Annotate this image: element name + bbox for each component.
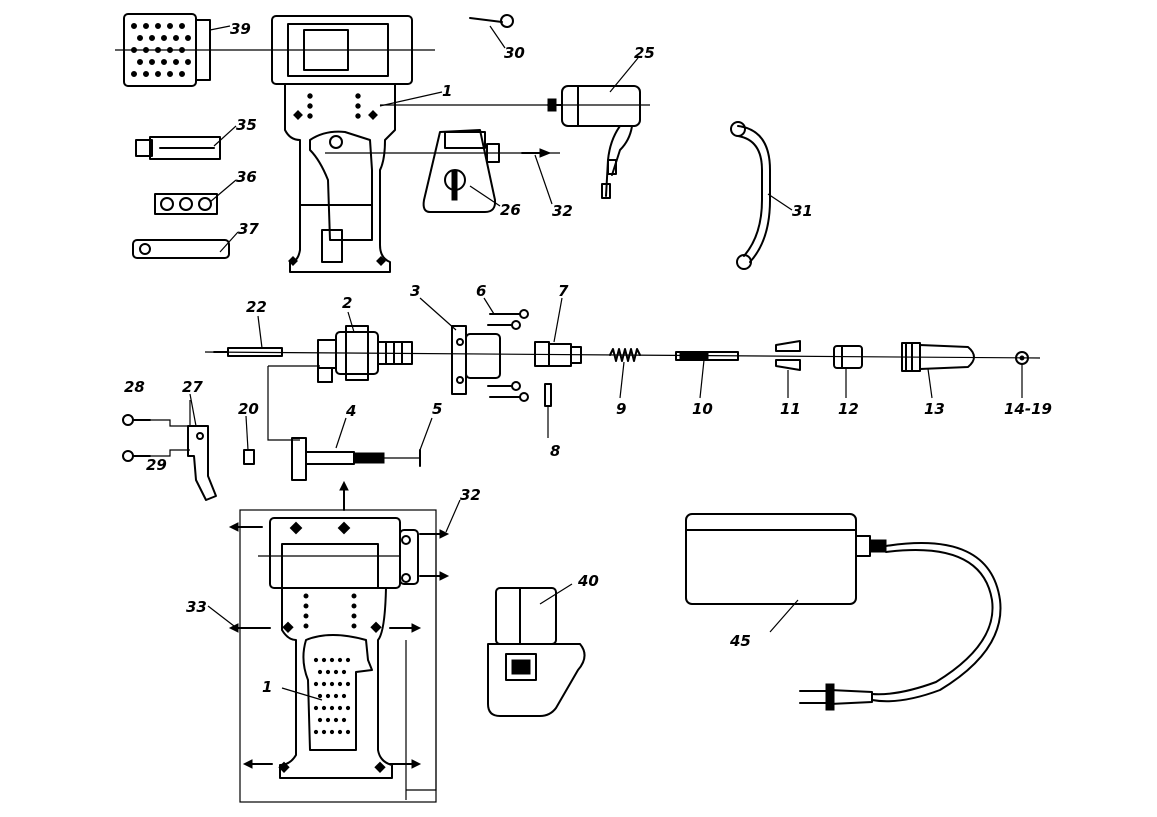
part-39-perforated-sleeve [123,13,211,87]
part-9-spring [609,348,641,362]
label-31: 31 [792,202,813,220]
label-5: 5 [432,400,442,418]
part-6-screws [487,309,529,402]
part-31-bow-handle [730,121,771,270]
label-7: 7 [558,282,569,300]
label-40: 40 [577,572,599,590]
label-14-19: 14-19 [1004,400,1052,418]
assembly-screws [228,480,450,800]
part-27-bracket [187,400,217,501]
label-3: 3 [410,282,420,300]
part-45-charger [685,513,1002,711]
label-30: 30 [504,44,525,62]
part-35-sliding-plate [135,136,221,160]
label-33: 33 [186,598,207,616]
label-12: 12 [838,400,859,418]
part-4-drive-shaft [291,437,420,481]
part-40-battery-pack [487,587,586,717]
label-36: 36 [236,168,257,186]
part-labels: 39 30 1 25 35 36 37 26 32 31 22 2 3 6 7 … [124,20,1052,696]
label-45: 45 [729,632,751,650]
label-28: 28 [124,378,145,396]
label-8: 8 [550,442,560,460]
label-1-bottom: 1 [262,678,272,696]
label-13: 13 [924,400,945,418]
label-11: 11 [780,400,801,418]
part-11-jaws [775,340,801,371]
label-20: 20 [238,400,259,418]
part-20-washer [243,365,320,465]
label-26: 26 [500,201,521,219]
part-10-mandrel [675,351,739,361]
part-8-pin [544,383,552,407]
part-37-flat-plate [132,239,230,259]
label-32-top: 32 [552,202,573,220]
part-29-screw [122,449,190,462]
label-25: 25 [634,44,655,62]
part-26-switch [422,129,500,213]
label-22: 22 [246,298,267,316]
label-35: 35 [236,116,257,134]
leader-lines [189,25,1023,701]
part-12-jaw-housing [833,345,863,369]
part-7-coupling-nut [534,341,582,367]
part-30-screw [469,14,514,28]
label-1-top: 1 [442,82,452,100]
label-10: 10 [692,400,713,418]
part-36-triple-hole-plate [154,193,218,215]
part-13-nosepiece [901,342,975,372]
part-28-screw [122,414,190,427]
label-4: 4 [345,402,356,420]
label-37: 37 [238,220,259,238]
part-1-housing-half-top [271,15,413,273]
part-1-housing-assembled [239,509,437,803]
label-6: 6 [476,282,486,300]
label-39: 39 [230,20,251,38]
label-32-bottom: 32 [460,486,481,504]
part-2-gear-housing [317,325,413,383]
label-9: 9 [616,400,626,418]
label-2: 2 [342,294,352,312]
part-22-pin [213,347,283,357]
part-25-motor [547,85,641,199]
part-32-screw-top [521,148,552,158]
label-29: 29 [146,456,167,474]
part-3-flange [451,325,501,395]
label-27: 27 [182,378,203,396]
